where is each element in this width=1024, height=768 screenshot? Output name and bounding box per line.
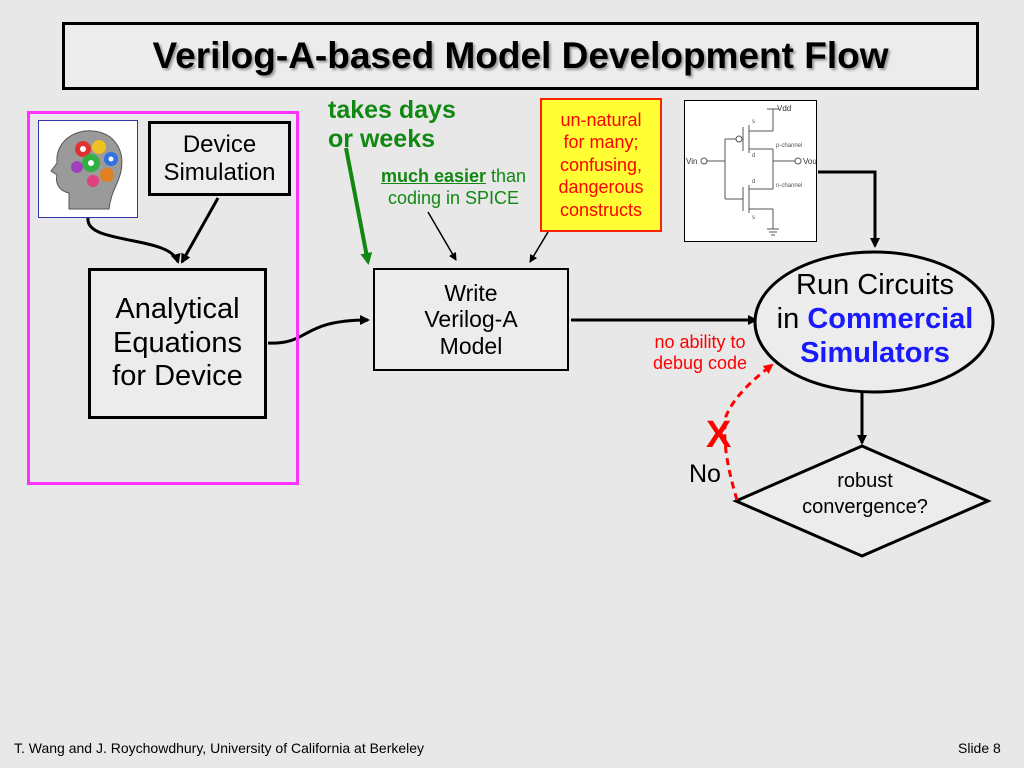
n-channel-label: n-channel — [776, 183, 802, 189]
arrow-circuit-to-run — [818, 170, 880, 248]
n-source-label: s — [752, 215, 755, 221]
unnatural-note: un-natural for many; confusing, dangerou… — [540, 98, 662, 232]
run-circuits-node: Run Circuits in Commercial Simulators — [776, 269, 974, 370]
robust-convergence-node: robust convergence? — [802, 470, 928, 518]
arrow-much-easier — [427, 211, 457, 261]
arrow-takes-days — [344, 147, 373, 265]
p-drain-label: d — [752, 153, 755, 159]
slide-title: Verilog-A-based Model Development Flow — [62, 22, 979, 90]
head-gears-icon — [38, 120, 138, 218]
footer-credits: T. Wang and J. Roychowdhury, University … — [14, 740, 425, 756]
vdd-label: Vdd — [777, 104, 791, 113]
p-channel-label: p-channel — [776, 143, 802, 149]
takes-days-label: takes days or weeks — [328, 96, 456, 153]
analytical-equations-node: Analytical Equations for Device — [88, 268, 267, 419]
arrow-unnatural — [529, 231, 549, 263]
no-label: No — [689, 460, 721, 488]
write-verilog-node: Write Verilog-A Model — [373, 268, 569, 371]
no-debug-label: no ability to debug code — [652, 332, 748, 373]
vin-label: Vin — [686, 157, 697, 166]
arrow-no-return — [723, 363, 774, 501]
n-drain-label: d — [752, 179, 755, 185]
slide-number: Slide 8 — [958, 740, 1001, 756]
inverter-schematic: Vdd Vin Vout p-channel n-channel s d d s — [684, 100, 820, 242]
convergence-diamond — [732, 444, 992, 558]
run-circuits-ellipse — [753, 250, 995, 394]
arrow-devsim-to-analytical — [180, 197, 220, 264]
device-simulation-node: Device Simulation — [148, 121, 291, 196]
much-easier-label: much easier than coding in SPICE — [380, 166, 527, 208]
failure-x-mark: X — [706, 414, 732, 456]
vout-label: Vout — [803, 157, 816, 166]
arrow-analytical-to-verilog — [267, 315, 370, 345]
arrow-head-to-analytical — [86, 217, 181, 264]
p-source-label: s — [752, 119, 755, 125]
device-modeling-group — [27, 111, 299, 485]
